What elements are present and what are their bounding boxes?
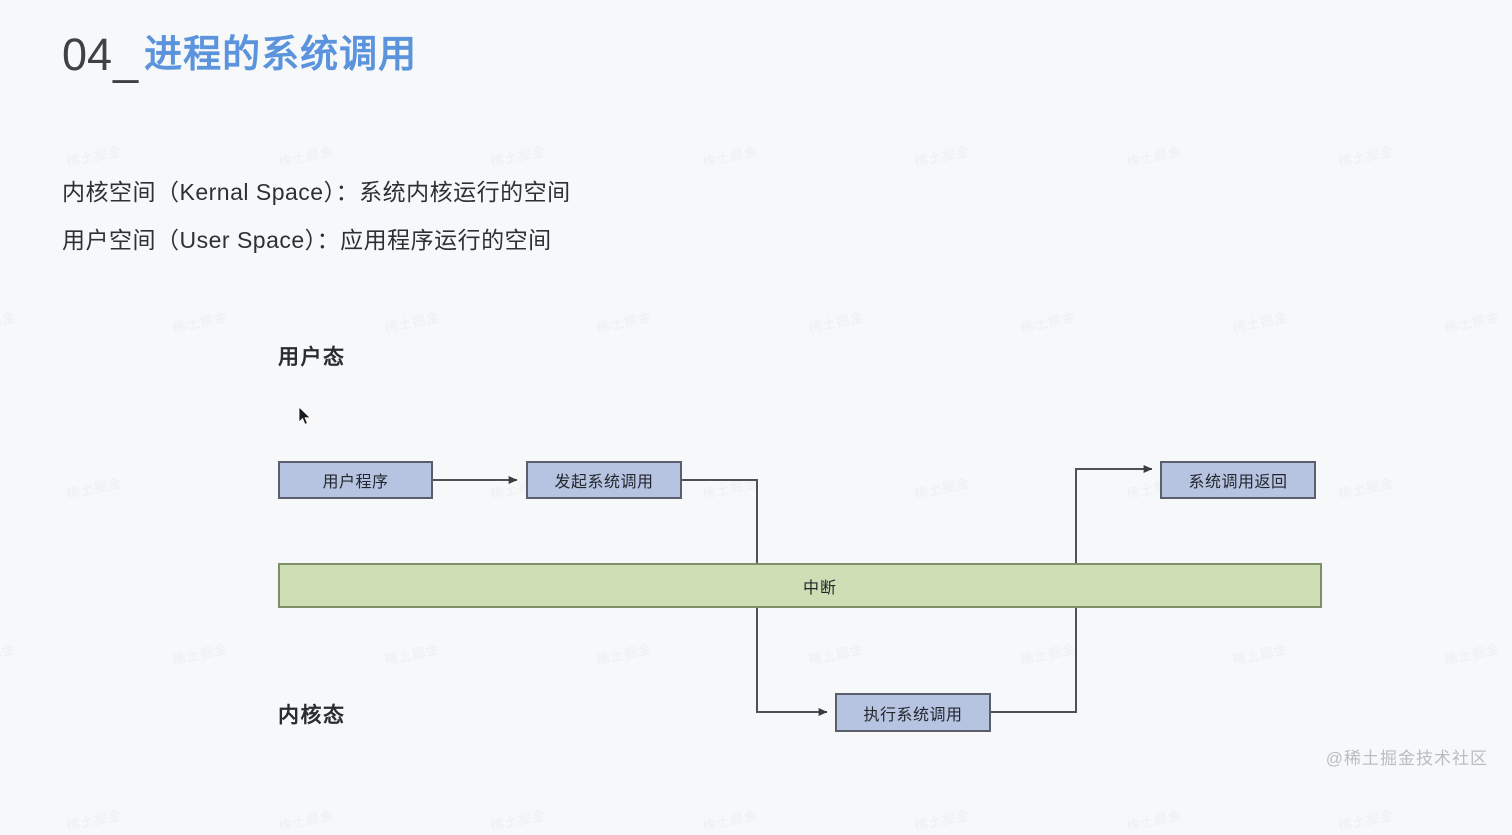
corner-watermark: @稀土掘金技术社区 xyxy=(1325,749,1488,768)
title-heading: 进程的系统调用 xyxy=(144,34,418,76)
watermark-tile: 稀土掘金 xyxy=(701,807,760,834)
interrupt-band: 中断 xyxy=(278,563,1322,608)
title-number: 04_ xyxy=(62,29,139,84)
watermark-tile: 稀土掘金 xyxy=(277,807,336,834)
node-syscall-return: 系统调用返回 xyxy=(1160,461,1316,499)
node-invoke-syscall-label: 发起系统调用 xyxy=(554,474,654,491)
syscall-flow-diagram: 用户态 内核态 用户程序 发起系统调用 系统调用返回 中断 执行系统调用 xyxy=(278,346,1322,732)
page-title: 04_进程的系统调用 xyxy=(62,26,418,84)
node-execute-syscall: 执行系统调用 xyxy=(835,693,991,732)
title-underscore: _ xyxy=(113,33,139,84)
watermark-tile: 稀土掘金 xyxy=(1337,807,1396,834)
node-execute-syscall-label: 执行系统调用 xyxy=(863,706,963,724)
mouse-cursor-icon xyxy=(298,406,311,425)
node-user-program: 用户程序 xyxy=(278,461,433,499)
watermark-tile: 稀土掘金 xyxy=(65,807,124,834)
user-mode-label: 用户态 xyxy=(278,346,346,369)
definition-kernel-space: 内核空间（Kernal Space）：系统内核运行的空间 xyxy=(62,179,571,205)
watermark-tile: 稀土掘金 xyxy=(913,807,972,834)
node-syscall-return-label: 系统调用返回 xyxy=(1188,474,1288,491)
watermark-tile: 稀土掘金 xyxy=(1125,807,1184,834)
node-user-program-label: 用户程序 xyxy=(322,474,389,491)
watermark-tile: 稀土掘金 xyxy=(489,807,548,834)
definition-user-space: 用户空间（User Space）：应用程序运行的空间 xyxy=(62,227,552,253)
node-invoke-syscall: 发起系统调用 xyxy=(526,461,682,499)
definition-list: 内核空间（Kernal Space）：系统内核运行的空间 用户空间（User S… xyxy=(62,168,571,264)
interrupt-band-label: 中断 xyxy=(802,579,837,597)
kernel-mode-label: 内核态 xyxy=(278,704,346,727)
